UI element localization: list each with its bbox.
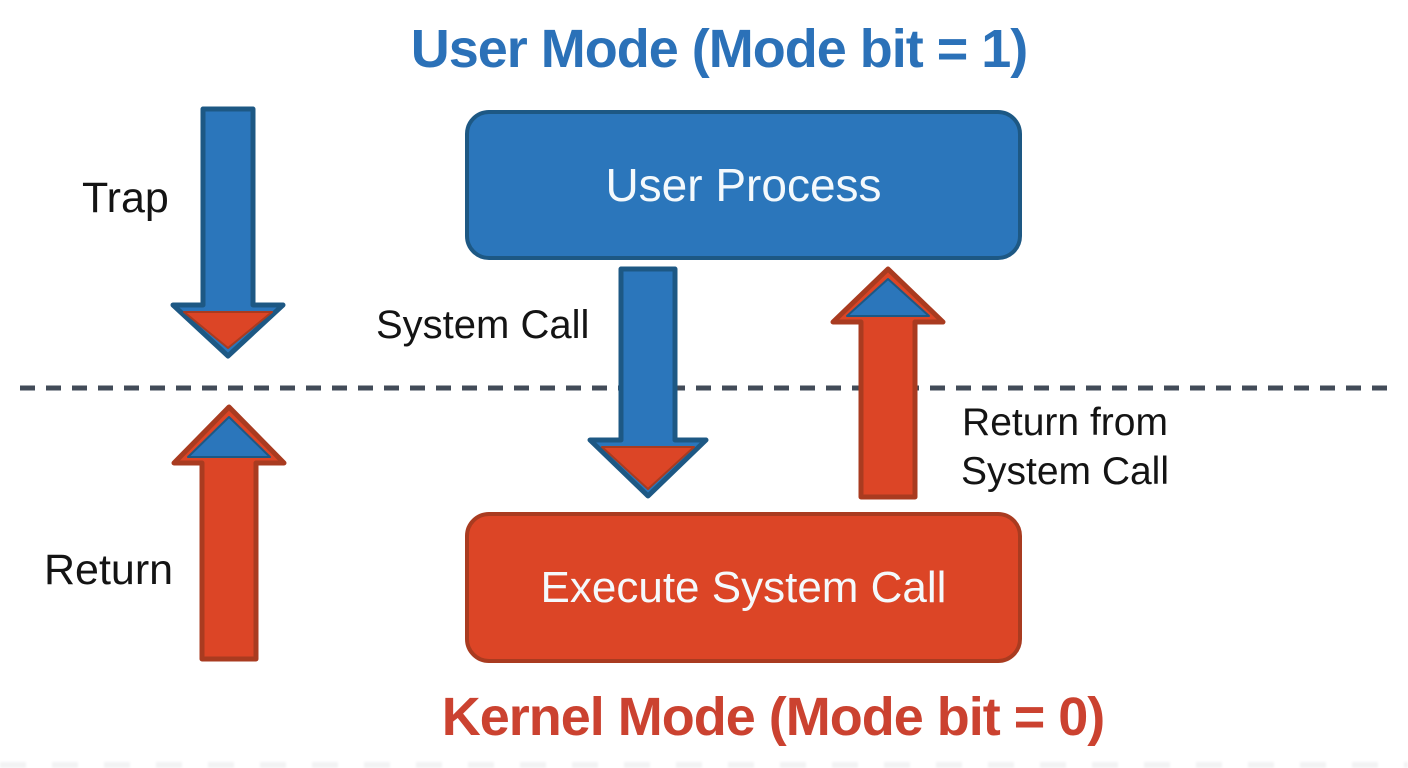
kernel-mode-title: Kernel Mode (Mode bit = 0) bbox=[441, 687, 1106, 747]
user-mode-title: User Mode (Mode bit = 1) bbox=[410, 19, 1029, 79]
user-process-box-label: User Process bbox=[605, 159, 882, 211]
up-arrow-icon bbox=[171, 404, 287, 662]
system-call-label: System Call bbox=[376, 303, 590, 347]
down-arrow-icon bbox=[587, 266, 709, 499]
execute-system-call-box: Execute System Call bbox=[465, 512, 1022, 663]
return-from-system-call-arrow bbox=[830, 266, 946, 500]
up-arrow-icon bbox=[830, 266, 946, 500]
trap-label: Trap bbox=[82, 174, 169, 222]
return-from-system-call-label: Return from System Call bbox=[940, 399, 1190, 497]
return-label: Return bbox=[44, 546, 174, 594]
system-call-arrow bbox=[586, 266, 711, 500]
return-from-line2: System Call bbox=[960, 449, 1170, 493]
mode-divider-dashed-line bbox=[18, 379, 1390, 397]
down-arrow-icon bbox=[170, 106, 286, 359]
trap-arrow bbox=[170, 106, 286, 360]
execute-system-call-box-label: Execute System Call bbox=[540, 562, 947, 612]
return-from-line1: Return from bbox=[962, 401, 1168, 444]
return-arrow bbox=[171, 404, 287, 662]
user-process-box: User Process bbox=[465, 110, 1022, 260]
bottom-artifact-strip bbox=[0, 762, 1408, 768]
